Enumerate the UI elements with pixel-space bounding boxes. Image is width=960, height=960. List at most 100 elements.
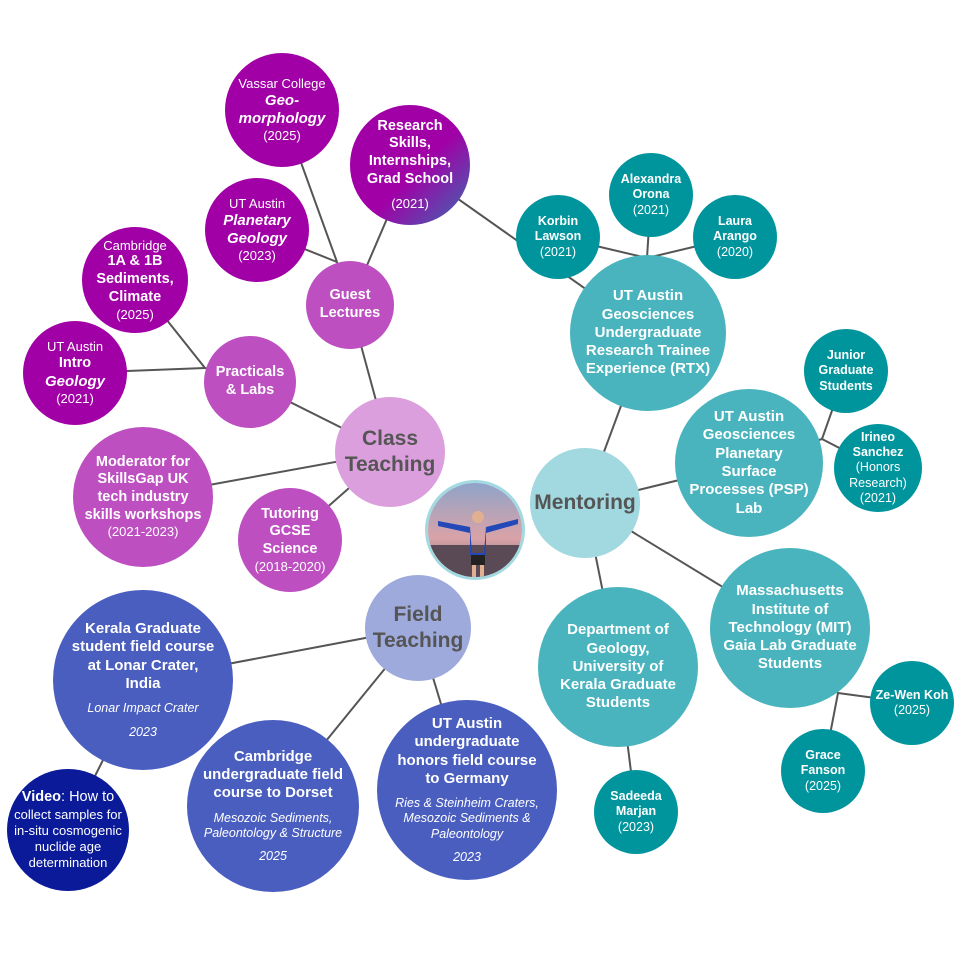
- node-line: Fanson: [801, 763, 845, 778]
- node-text: Kerala Graduate: [85, 620, 201, 638]
- node-text: Teaching: [344, 453, 436, 476]
- node-line: in-situ cosmogenic: [14, 823, 122, 839]
- node-text: Lectures: [319, 305, 381, 321]
- node-line: Technology (MIT): [728, 619, 851, 637]
- node-line: (2021): [633, 203, 669, 218]
- node-text: Research Trainee: [585, 342, 711, 360]
- node-text: Laura: [717, 214, 753, 229]
- node-line: Irineo: [861, 430, 895, 445]
- node-text: Guest: [329, 287, 371, 304]
- node-text: Gaia Lab Graduate: [723, 637, 857, 655]
- node-line: SkillsGap UK: [97, 471, 188, 489]
- node-text: collect samples for: [14, 807, 122, 823]
- node-line: (2021): [391, 196, 429, 212]
- node-line: student field course: [72, 638, 215, 656]
- node-text: UT Austin: [612, 287, 684, 305]
- person-portrait-icon: [428, 483, 522, 577]
- node-text: course to Dorset: [213, 784, 333, 802]
- node-text: 1A & 1B: [107, 253, 163, 270]
- node-text: to Germany: [425, 769, 509, 787]
- node-line: Skills,: [389, 135, 431, 153]
- node-text: Ries & Steinheim Craters,: [395, 796, 539, 811]
- node-text: morphology: [238, 110, 326, 127]
- node-text: (2025): [116, 306, 154, 322]
- node-text: Mentoring: [534, 490, 636, 514]
- node-line: (2021): [540, 245, 576, 260]
- node-practicals: Practicals& Labs: [204, 336, 296, 428]
- node-line: GCSE: [269, 523, 310, 541]
- node-line: UT Austin: [47, 339, 103, 355]
- node-text: Tutoring: [261, 505, 319, 522]
- node-line: Korbin: [538, 214, 578, 229]
- node-line: Geo-: [265, 92, 299, 110]
- node-line: Department of: [567, 621, 669, 639]
- node-text: UT Austin: [713, 408, 785, 426]
- node-line: Geosciences: [602, 306, 695, 324]
- node-text: Geo-: [264, 91, 300, 109]
- node-text: University of: [572, 657, 664, 675]
- node-line: Research: [377, 118, 442, 136]
- node-text: Internships,: [368, 153, 452, 170]
- node-line: Field: [393, 602, 442, 628]
- node-line: (2025): [263, 128, 301, 144]
- node-mentoring: Mentoring: [530, 448, 640, 558]
- node-line: Kerala Graduate: [560, 676, 676, 694]
- node-line: UT Austin: [229, 196, 285, 212]
- node-text: Grad School: [366, 170, 454, 187]
- node-line: Vassar College: [238, 76, 325, 92]
- node-line: Junior: [827, 348, 865, 363]
- node-text: Practicals: [215, 364, 285, 381]
- node-text: Surface: [721, 463, 777, 480]
- node-line: Grace: [805, 748, 840, 763]
- node-line: Internships,: [369, 153, 451, 171]
- node-line: Marjan: [616, 804, 656, 819]
- node-text: Students: [585, 694, 651, 712]
- node-text: (2023): [238, 248, 276, 264]
- node-line: nuclide age: [35, 839, 102, 855]
- node-line: (2020): [717, 245, 753, 260]
- node-text: Planetary: [715, 444, 783, 462]
- node-text: Intro: [58, 355, 92, 371]
- node-text: Experience (RTX): [585, 360, 711, 378]
- node-text: Graduate: [818, 363, 874, 378]
- node-line: Gaia Lab Graduate: [723, 637, 856, 655]
- node-text: Moderator for: [95, 453, 191, 470]
- node-text: Orona: [632, 187, 670, 202]
- node-line: Students: [586, 694, 650, 712]
- node-line: (2025): [805, 779, 841, 794]
- node-line: undergraduate field: [203, 766, 343, 784]
- node-text: Kerala Graduate: [560, 676, 676, 694]
- node-line: Science: [263, 541, 318, 559]
- node-line: Teaching: [373, 628, 464, 654]
- node-line: & Labs: [226, 382, 274, 400]
- node-line: Planetary: [223, 212, 291, 230]
- node-line: Cambridge: [234, 748, 312, 766]
- node-line: Video: How to: [22, 789, 114, 807]
- node-line: Geology: [45, 373, 105, 391]
- node-line: undergraduate: [414, 733, 519, 751]
- node-line: 2023: [453, 850, 481, 865]
- node-line: Teaching: [345, 452, 436, 478]
- node-line: Arango: [713, 229, 757, 244]
- node-line: Massachusetts: [736, 582, 844, 600]
- node-text: Vassar College: [238, 75, 326, 91]
- node-text: Massachusetts: [736, 582, 844, 600]
- node-line: Alexandra: [621, 172, 681, 187]
- node-text: Research): [849, 475, 907, 490]
- node-line: Institute of: [752, 601, 829, 619]
- node-line: (2025): [894, 703, 930, 718]
- node-line: at Lonar Crater,: [88, 657, 199, 675]
- node-line: University of: [573, 658, 664, 676]
- node-line: (2023): [618, 820, 654, 835]
- node-text: Video: [21, 789, 62, 806]
